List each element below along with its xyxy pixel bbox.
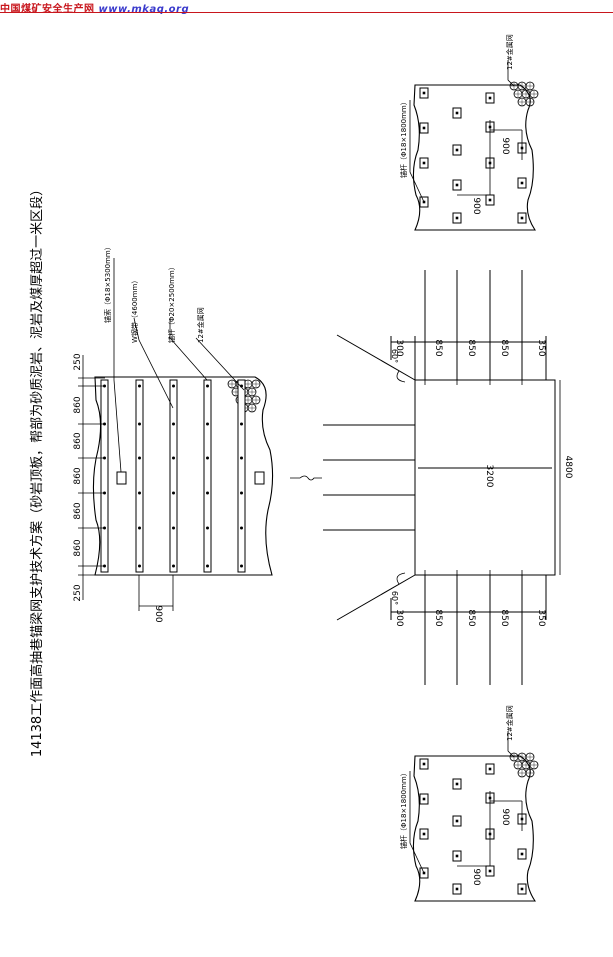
watermark-url: www.mkaq.org (98, 4, 190, 15)
dim-section-height: 4800 (563, 456, 573, 479)
rib-top-spacing-b: 900 (500, 137, 510, 154)
watermark-rule (0, 12, 613, 13)
rib-bottom-spacing-a: 900 (471, 868, 481, 885)
rib-top-bolt-label: 锚杆（Φ18×1800mm） (399, 98, 408, 178)
dim-bottom-0: 300 (394, 609, 404, 626)
roof-plan-cables (116, 471, 265, 485)
dim-top-3: 850 (499, 339, 509, 356)
dim-roof-2: 860 (73, 432, 83, 449)
dim-section-width: 3200 (484, 465, 494, 488)
watermark-site: 中国煤矿安全生产网 (0, 4, 95, 15)
cross-section (323, 270, 561, 685)
dim-roof-4: 860 (73, 502, 83, 519)
angle-bottom: 60° (390, 591, 399, 605)
dim-top-2: 850 (466, 339, 476, 356)
dim-roof-6: 250 (73, 584, 83, 601)
roof-plan-dimension (78, 355, 105, 600)
label-cable: 锚索（Φ18×5300mm） (103, 243, 112, 323)
dim-bottom-4: 350 (536, 609, 546, 626)
rib-plan-bottom: 锚杆（Φ18×1800mm） 12#金属网 900 900 (399, 705, 539, 902)
angle-top: 60° (390, 349, 399, 363)
dim-row-spacing: 900 (153, 605, 163, 622)
rib-bottom-bolt-label: 锚杆（Φ18×1800mm） (399, 769, 408, 849)
dim-bottom-1: 850 (433, 609, 443, 626)
dim-roof-5: 860 (73, 539, 83, 556)
roof-plan: 锚索（Φ18×5300mm） W钢带（4600mm） 锚杆（Φ20×2500mm… (73, 243, 322, 623)
rib-bottom-mesh-label: 12#金属网 (505, 705, 514, 741)
rib-top-mesh-label: 12#金属网 (505, 34, 514, 70)
drawing-title: 14138工作面高抽巷锚梁网支护技术方案（砂岩顶板，帮部为砂质泥岩、泥岩及煤厚超… (29, 183, 45, 757)
dim-roof-1: 860 (73, 396, 83, 413)
dim-top-1: 850 (433, 339, 443, 356)
dim-roof-0: 250 (73, 353, 83, 370)
roof-plan-beams (100, 379, 246, 573)
label-mesh: 12#金属网 (196, 307, 205, 343)
dim-bottom-3: 850 (499, 609, 509, 626)
label-beam: W钢带（4600mm） (130, 277, 139, 343)
label-bolt: 锚杆（Φ20×2500mm） (167, 263, 176, 343)
dim-top-0: 300 (394, 339, 404, 356)
rib-top-spacing-a: 900 (471, 197, 481, 214)
dim-bottom-2: 850 (466, 609, 476, 626)
dim-roof-3: 860 (73, 467, 83, 484)
rib-plan-top: 锚杆（Φ18×1800mm） 12#金属网 900 900 (399, 34, 539, 231)
dim-top-4: 350 (536, 339, 546, 356)
roof-plan-leaders (113, 258, 245, 473)
rib-bottom-spacing-b: 900 (500, 808, 510, 825)
